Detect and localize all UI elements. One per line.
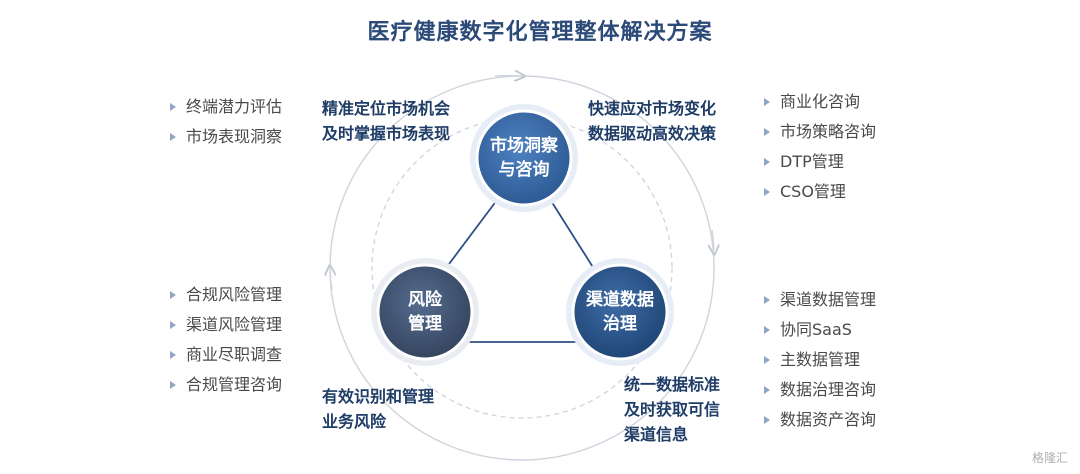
bullet-icon: [764, 385, 770, 394]
list-item-label: 数据治理咨询: [780, 380, 877, 399]
desc-top-right-line-2: 数据驱动高效决策: [588, 124, 717, 143]
desc-top-right-line-1: 快速应对市场变化: [588, 99, 717, 118]
node-risk-management: [376, 263, 474, 361]
list-item: 市场策略咨询: [764, 117, 876, 147]
bullet-icon: [170, 350, 176, 359]
node-market-insight-label: 市场洞察 与咨询: [474, 134, 574, 182]
bullet-icon: [170, 380, 176, 389]
node-market-insight: [475, 109, 573, 207]
list-item: DTP管理: [764, 147, 876, 177]
bullet-icon: [764, 325, 770, 334]
bullet-icon: [764, 157, 770, 166]
list-bottom-right: 渠道数据管理 协同SaaS 主数据管理 数据治理咨询 数据资产咨询: [764, 285, 876, 435]
list-item-label: 合规管理咨询: [186, 375, 283, 394]
bullet-icon: [764, 295, 770, 304]
list-item: 终端潜力评估: [170, 92, 282, 122]
bullet-icon: [170, 320, 176, 329]
list-item: 商业化咨询: [764, 87, 876, 117]
list-item: CSO管理: [764, 177, 876, 207]
list-item-label: CSO管理: [780, 182, 846, 201]
list-item: 市场表现洞察: [170, 122, 282, 152]
list-item-label: 数据资产咨询: [780, 410, 877, 429]
list-item-label: 市场策略咨询: [780, 122, 877, 141]
watermark: 格隆汇: [1031, 451, 1068, 465]
page-title: 医疗健康数字化管理整体解决方案: [367, 20, 713, 45]
list-item-label: 主数据管理: [780, 350, 861, 369]
list-item-label: DTP管理: [780, 152, 844, 171]
desc-bottom-right: 统一数据标准 及时获取可信 渠道信息: [624, 372, 720, 447]
list-item: 商业尽职调查: [170, 340, 282, 370]
list-item: 合规风险管理: [170, 280, 282, 310]
list-item-label: 终端潜力评估: [186, 97, 283, 116]
list-item-label: 商业化咨询: [780, 92, 861, 111]
bullet-icon: [764, 415, 770, 424]
desc-top-right: 快速应对市场变化 数据驱动高效决策: [588, 96, 716, 146]
list-item: 主数据管理: [764, 345, 876, 375]
bullet-icon: [764, 97, 770, 106]
desc-top-left-line-2: 及时掌握市场表现: [322, 124, 451, 143]
list-item: 渠道风险管理: [170, 310, 282, 340]
list-item-label: 商业尽职调查: [186, 345, 283, 364]
node-market-line-2: 与咨询: [498, 160, 550, 180]
list-item: 渠道数据管理: [764, 285, 876, 315]
desc-bottom-left-line-1: 有效识别和管理: [322, 387, 435, 406]
list-item-label: 市场表现洞察: [186, 127, 283, 146]
bullet-icon: [764, 355, 770, 364]
ring-arrow-left: [330, 270, 332, 291]
bullet-icon: [170, 290, 176, 299]
connector-market-channel: [547, 195, 597, 273]
connector-market-risk: [439, 195, 501, 277]
node-channel-line-2: 治理: [603, 314, 637, 334]
list-item-label: 渠道数据管理: [780, 290, 877, 309]
desc-bottom-right-line-3: 渠道信息: [624, 425, 689, 444]
desc-bottom-left: 有效识别和管理 业务风险: [322, 384, 434, 434]
desc-top-left-line-1: 精准定位市场机会: [322, 99, 451, 118]
bullet-icon: [170, 132, 176, 141]
desc-bottom-right-line-1: 统一数据标准: [624, 375, 721, 394]
node-risk-management-label: 风险 管理: [375, 288, 475, 336]
bullet-icon: [170, 102, 176, 111]
list-item: 数据资产咨询: [764, 405, 876, 435]
list-item-label: 渠道风险管理: [186, 315, 283, 334]
node-market-line-1: 市场洞察: [490, 136, 558, 156]
bullet-icon: [764, 127, 770, 136]
node-risk-line-1: 风险: [408, 290, 442, 310]
node-risk-line-2: 管理: [408, 314, 442, 334]
list-bottom-left: 合规风险管理 渠道风险管理 商业尽职调查 合规管理咨询: [170, 280, 282, 400]
list-item: 合规管理咨询: [170, 370, 282, 400]
list-item: 数据治理咨询: [764, 375, 876, 405]
list-top-right: 商业化咨询 市场策略咨询 DTP管理 CSO管理: [764, 87, 876, 207]
bullet-icon: [764, 187, 770, 196]
node-channel-data: [571, 263, 669, 361]
ring-arrow-right: [712, 229, 714, 250]
list-item: 协同SaaS: [764, 315, 876, 345]
node-channel-data-label: 渠道数据 治理: [570, 288, 670, 336]
list-item-label: 合规风险管理: [186, 285, 283, 304]
desc-bottom-right-line-2: 及时获取可信: [624, 400, 721, 419]
desc-top-left: 精准定位市场机会 及时掌握市场表现: [322, 96, 450, 146]
desc-bottom-left-line-2: 业务风险: [322, 412, 387, 431]
node-channel-line-1: 渠道数据: [586, 290, 654, 310]
list-item-label: 协同SaaS: [780, 320, 852, 339]
list-top-left: 终端潜力评估 市场表现洞察: [170, 92, 282, 152]
